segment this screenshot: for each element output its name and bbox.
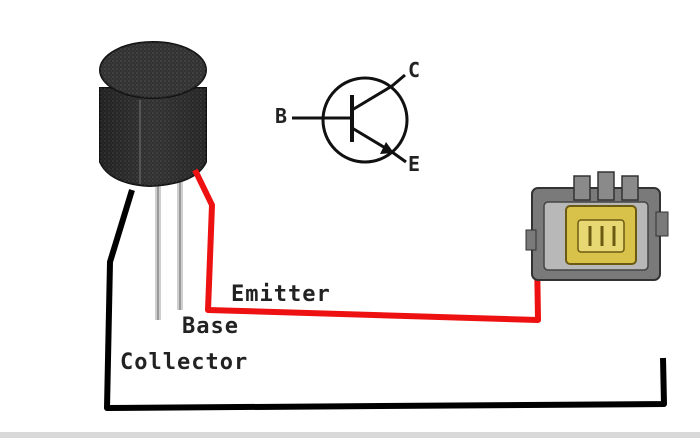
symbol-label-base: B [275, 104, 289, 128]
bottom-border [0, 432, 700, 438]
pin-label-emitter: Emitter [231, 282, 331, 307]
pin-label-collector: Collector [120, 350, 249, 375]
transistor-body [99, 41, 207, 188]
symbol-label-collector: C [408, 58, 422, 82]
electronic-component [525, 171, 669, 281]
transistor-symbol [292, 73, 409, 164]
symbol-label-emitter: E [408, 152, 422, 176]
collector-wire [104, 189, 667, 411]
emitter-wire [192, 168, 541, 323]
emitter-arrow [380, 142, 394, 154]
pin-label-base: Base [182, 314, 239, 339]
